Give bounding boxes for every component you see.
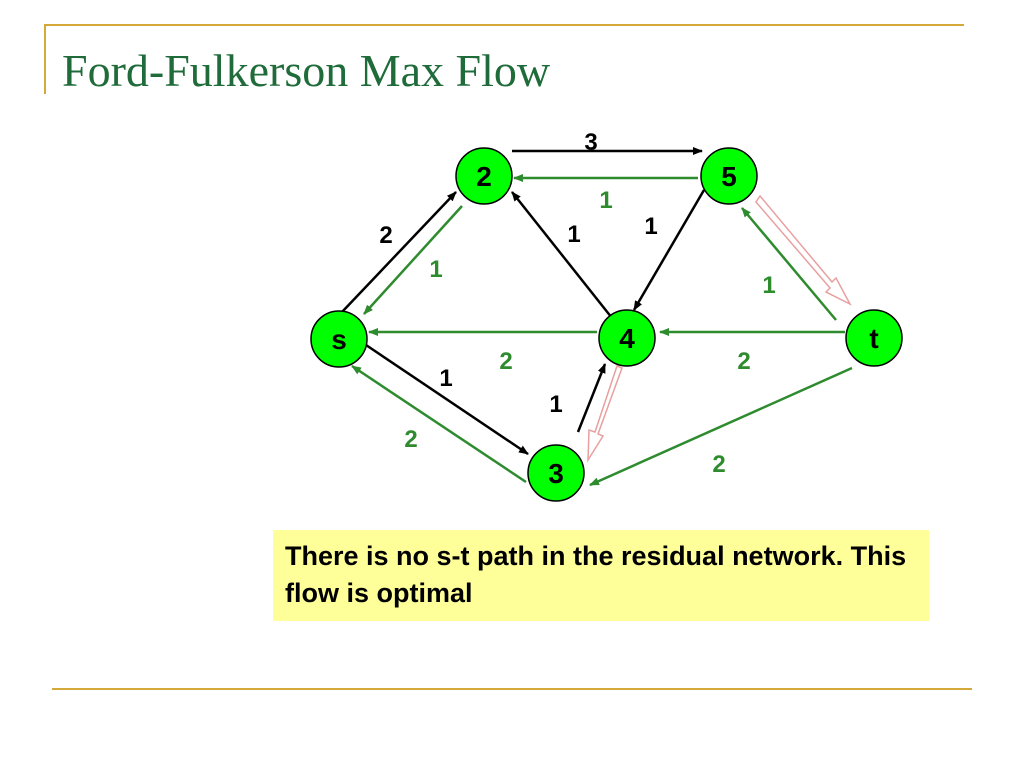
label-cap-3-4: 1 <box>549 391 562 418</box>
label-flow-t-5: 1 <box>762 272 775 299</box>
edge-s-3 <box>365 343 529 456</box>
node-s: s <box>310 310 368 368</box>
label-cap-4-2: 1 <box>567 221 580 248</box>
edge-s-2 <box>341 191 457 313</box>
node-5: 5 <box>700 147 758 205</box>
edge-3-4 <box>576 363 607 433</box>
node-4: 4 <box>598 309 656 367</box>
path-arrow-5-t <box>755 194 852 306</box>
node-circle <box>527 444 585 502</box>
node-3: 3 <box>527 444 585 502</box>
label-cap-s-3: 1 <box>439 365 452 392</box>
node-t: t <box>845 309 903 367</box>
frame-bottom-line <box>52 688 972 690</box>
label-cap-s-2: 2 <box>379 222 392 249</box>
slide-title: Ford-Fulkerson Max Flow <box>62 45 551 96</box>
node-label: t <box>869 323 878 354</box>
label-cap-2-5: 3 <box>584 129 597 156</box>
edge-4-2 <box>511 191 613 319</box>
frame-left-line <box>44 24 46 94</box>
edge-5-4 <box>632 189 706 311</box>
node-label: 2 <box>476 161 492 192</box>
edge-t-5-flow <box>741 207 837 321</box>
label-cap-5-4: 1 <box>644 213 657 240</box>
node-circle <box>310 310 368 368</box>
label-flow-5-2: 1 <box>599 187 612 214</box>
label-flow-3-s: 2 <box>404 426 417 453</box>
label-flow-t-3: 2 <box>712 451 725 478</box>
label-flow-2-s: 1 <box>429 256 442 283</box>
edge-2-s-flow <box>363 205 463 315</box>
node-label: 4 <box>619 323 635 354</box>
label-flow-4-s: 2 <box>499 348 512 375</box>
edge-t-3-flow <box>589 366 853 487</box>
path-arrow-4-3 <box>587 365 623 463</box>
node-circle <box>598 309 656 367</box>
node-label: 5 <box>721 161 737 192</box>
conclusion-note: There is no s-t path in the residual net… <box>273 530 929 621</box>
node-circle <box>700 147 758 205</box>
frame-top-line <box>44 24 964 26</box>
node-label: 3 <box>548 458 564 489</box>
node-circle <box>845 309 903 367</box>
node-2: 2 <box>455 147 513 205</box>
node-circle <box>455 147 513 205</box>
label-flow-t-4: 2 <box>737 348 750 375</box>
edge-3-s-flow <box>351 364 527 484</box>
node-label: s <box>331 324 347 355</box>
